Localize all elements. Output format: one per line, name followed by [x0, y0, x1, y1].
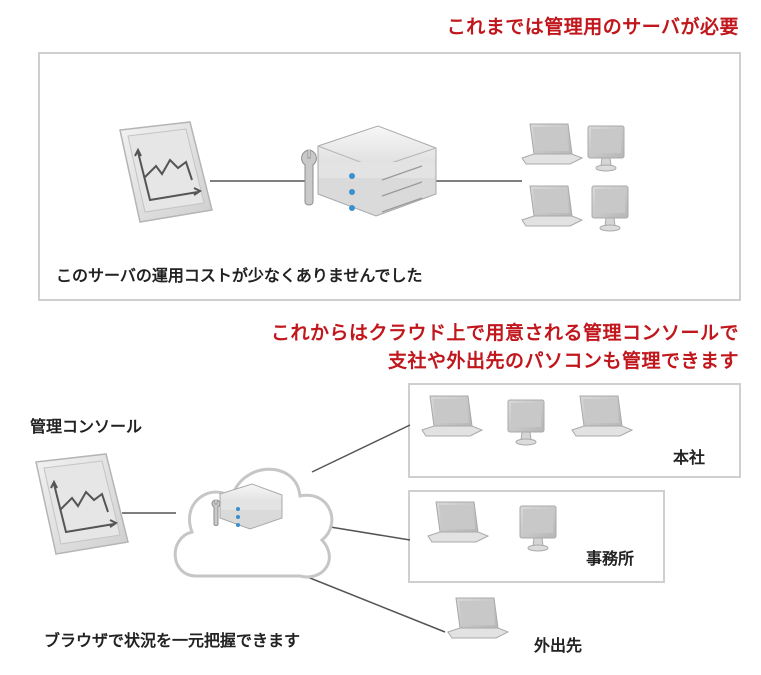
top-console-tablet-icon	[119, 121, 213, 223]
bottom-heading-line2: 支社や外出先のパソコンも管理できます	[387, 350, 739, 372]
top-server-icon	[317, 125, 437, 217]
top-pc-monitor-icon-1	[587, 125, 625, 172]
top-wrench-icon	[301, 149, 317, 206]
honsha-laptop-icon-2	[571, 395, 633, 437]
top-pc-laptop-icon-1	[521, 123, 583, 165]
bottom-console-tablet-icon	[35, 453, 129, 555]
bottom-heading-line1: これからはクラウド上で用意される管理コンソールで	[270, 322, 739, 344]
top-heading: これまでは管理用のサーバが必要	[446, 16, 739, 38]
gaishutsu-laptop-icon	[447, 597, 509, 639]
browser-caption: ブラウザで状況を一元把握できます	[44, 631, 301, 650]
top-pc-laptop-icon-2	[521, 185, 583, 227]
honsha-laptop-icon-1	[421, 395, 483, 437]
cloud-wrench-icon	[211, 499, 221, 526]
top-caption: このサーバの運用コストが少なくありませんでした	[56, 266, 423, 285]
site-label-jimusho: 事務所	[586, 549, 635, 568]
jimusho-monitor-icon	[519, 505, 557, 552]
cloud-server-icon	[219, 483, 283, 530]
jimusho-laptop-icon	[427, 501, 489, 543]
console-label: 管理コンソール	[30, 417, 143, 436]
honsha-monitor-icon	[507, 399, 545, 446]
site-label-gaishutsu: 外出先	[534, 636, 583, 655]
top-pc-monitor-icon-2	[591, 185, 629, 232]
site-label-honsha: 本社	[673, 448, 706, 467]
